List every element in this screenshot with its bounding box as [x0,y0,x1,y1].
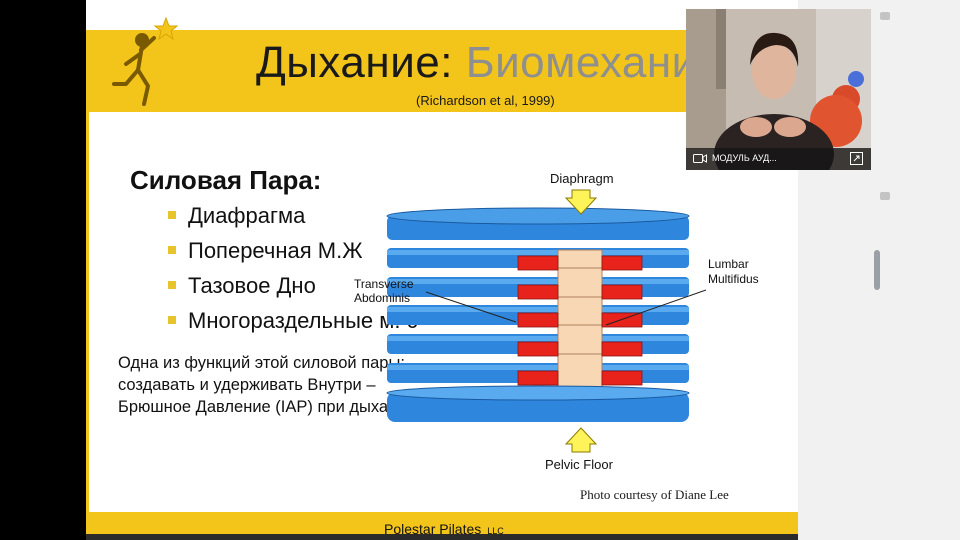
bullet-list: Диафрагма Поперечная М.Ж Тазовое Дно Мно… [166,200,418,340]
bullet-square-icon [168,211,176,219]
description-paragraph: Одна из функций этой силовой пары: созда… [118,354,421,416]
force-couple-heading: Силовая Пара: [130,165,322,195]
title-band [86,30,798,112]
panel-toggle-icon[interactable] [880,12,890,20]
slide-top-strip [86,0,798,30]
bullet-item: Поперечная М.Ж [166,235,418,270]
multifidus-leader-line [605,289,707,326]
bullet-square-icon [168,246,176,254]
bullet-square-icon [168,316,176,324]
scrollbar-thumb[interactable] [874,250,880,290]
transverse-label-line2: Abdominis [354,291,410,305]
webcam-caption-bar: МОДУЛЬ АУД... [686,148,871,170]
left-accent-border [86,112,89,512]
diaphragm-disc [386,207,690,240]
multifidus-label-line2: Multifidus [708,272,759,286]
citation: (Richardson et al, 1999) [416,93,555,108]
pelvic-floor-disc [386,385,690,422]
muscle-blocks [517,255,643,386]
progress-strip [86,534,798,540]
bullet-item: Диафрагма [166,200,418,235]
runner-logo-icon [112,16,178,106]
panel-option-icon[interactable] [880,192,890,200]
webcam-preview[interactable]: МОДУЛЬ АУД... [686,9,871,170]
webcam-title: МОДУЛЬ АУД... [712,153,777,163]
spine-column [557,249,603,391]
bullet-square-icon [168,281,176,289]
video-camera-icon[interactable] [693,153,707,164]
diaphragm-arrow-icon [564,189,598,215]
photo-credit: Photo courtesy of Diane Lee [580,487,729,502]
expand-icon[interactable] [850,152,863,165]
presenter-video [686,9,871,170]
title-main: Дыхание: [256,38,453,87]
core-cylinder-diagram: Diaphragm Pelvic Floor Transverse Abdomi… [354,171,759,472]
transverse-leader-line [425,291,517,323]
bullet-item: Тазовое Дно [166,270,418,305]
multifidus-label-line1: Lumbar [708,257,749,271]
diaphragm-label: Diaphragm [550,171,614,186]
transverse-label-line1: Transverse [354,277,414,291]
pelvic-floor-arrow-icon [564,427,598,453]
slide: Дыхание: Биомеханика (Richardson et al, … [86,0,798,540]
bullet-item: Многораздельные м. с [166,305,418,340]
pelvic-floor-label: Pelvic Floor [545,457,614,472]
